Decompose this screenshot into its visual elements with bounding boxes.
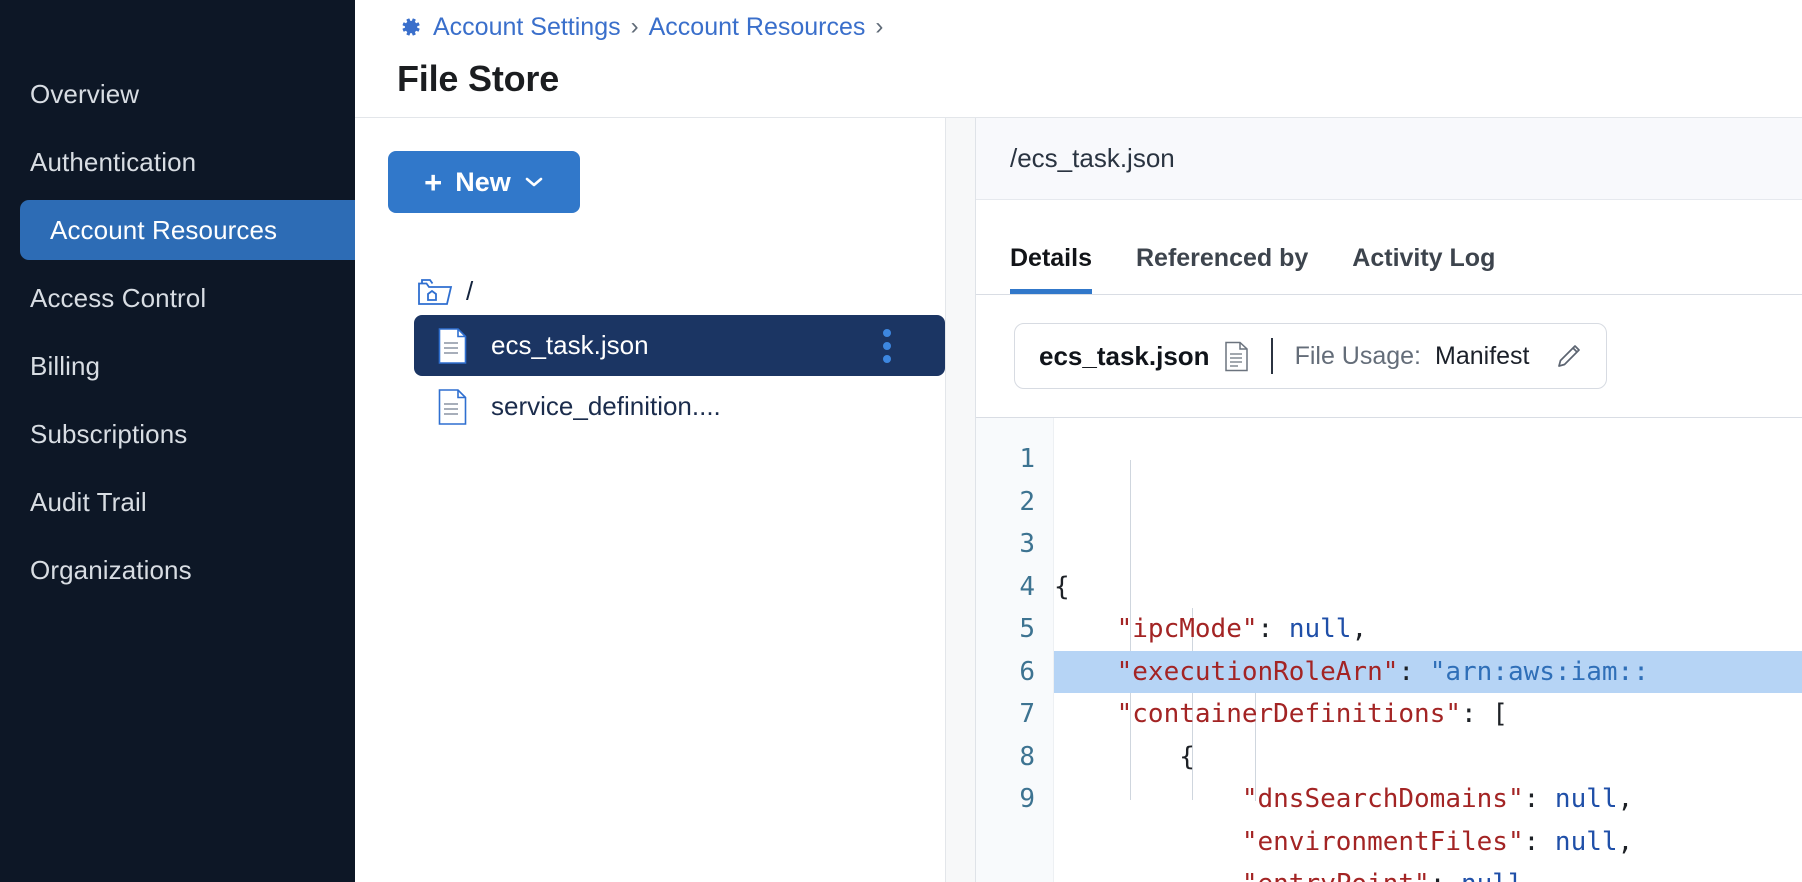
sidebar-item-organizations[interactable]: Organizations — [0, 540, 355, 600]
code-line: "environmentFiles": null, — [1241, 826, 1634, 857]
sidebar-item-label: Billing — [30, 350, 101, 381]
line-number: 5 — [1019, 614, 1035, 644]
code-content[interactable]: { "ipcMode": null, "executionRoleArn": "… — [1054, 418, 1802, 882]
breadcrumb: Account Settings › Account Resources › — [397, 6, 1802, 48]
sidebar-item-overview[interactable]: Overview — [0, 64, 355, 124]
breadcrumb-link-account-resources[interactable]: Account Resources — [648, 12, 866, 41]
line-number: 1 — [1019, 444, 1035, 474]
line-number-gutter: 1 2 3 4 5 6 7 8 9 — [976, 418, 1054, 882]
page-title: File Store — [397, 58, 560, 99]
sidebar-item-label: Subscriptions — [30, 418, 188, 449]
tab-activity-log[interactable]: Activity Log — [1352, 244, 1496, 272]
tree-root-label: / — [466, 275, 474, 306]
file-tree-panel: + New — [355, 118, 946, 882]
detail-panel: /ecs_task.json Details Referenced by Activ… — [976, 118, 1802, 882]
new-button[interactable]: + New — [388, 151, 580, 213]
gear-icon — [397, 14, 423, 40]
tree-file-row[interactable]: service_definition.... — [414, 376, 945, 437]
sidebar-item-label: Access Control — [30, 282, 207, 313]
sidebar-item-subscriptions[interactable]: Subscriptions — [0, 404, 355, 464]
main-content: Account Settings › Account Resources › F… — [355, 0, 1802, 882]
code-line: { — [1054, 571, 1070, 602]
tab-details[interactable]: Details — [1010, 244, 1092, 294]
json-file-icon — [438, 327, 467, 364]
panes: + New — [355, 118, 1802, 882]
breadcrumb-separator-2: › — [875, 13, 884, 40]
code-line: "containerDefinitions": [ — [1116, 699, 1508, 729]
pencil-icon[interactable] — [1544, 341, 1584, 371]
usage-label: File Usage: — [1294, 341, 1422, 370]
detail-tabs: Details Referenced by Activity Log — [976, 200, 1802, 295]
breadcrumb-separator: › — [630, 13, 639, 40]
document-icon — [1224, 341, 1249, 372]
code-line: "entryPoint": null, — [1054, 863, 1802, 882]
sidebar-item-label: Overview — [30, 78, 140, 109]
tree-root-folder[interactable]: / — [388, 267, 945, 315]
pane-splitter[interactable] — [946, 118, 976, 882]
usage-divider — [1270, 338, 1273, 374]
sidebar-item-access-control[interactable]: Access Control — [0, 268, 355, 328]
chevron-down-icon — [524, 176, 544, 188]
tree-file-row[interactable]: ecs_task.json — [414, 315, 945, 376]
kebab-menu-icon[interactable] — [883, 328, 891, 363]
breadcrumb-link-account-settings[interactable]: Account Settings — [433, 12, 621, 41]
line-number: 2 — [1019, 486, 1035, 517]
line-number: 6 — [1019, 656, 1035, 687]
line-number: 3 — [1019, 529, 1035, 559]
code-line: "ipcMode": null, — [1116, 614, 1368, 644]
usage-value: Manifest — [1435, 341, 1530, 370]
sidebar-item-label: Audit Trail — [30, 486, 147, 517]
file-tree: / ecs_task.json service_definition.... — [388, 267, 945, 437]
tree-file-label: service_definition.... — [491, 391, 721, 421]
line-number: 8 — [1019, 741, 1035, 772]
code-line: "executionRoleArn": "arn:aws:iam:: — [1054, 650, 1802, 693]
page-header: Account Settings › Account Resources › F… — [355, 0, 1802, 118]
line-number: 9 — [1019, 784, 1035, 814]
line-number: 7 — [1019, 699, 1035, 729]
sidebar-item-billing[interactable]: Billing — [0, 336, 355, 396]
code-line: "dnsSearchDomains": null, — [1241, 784, 1634, 814]
sidebar-item-label: Account Resources — [50, 214, 278, 245]
tab-referenced-by[interactable]: Referenced by — [1135, 244, 1309, 272]
plus-icon: + — [424, 164, 443, 200]
sidebar-item-authentication[interactable]: Authentication — [0, 132, 355, 192]
sidebar-item-label: Authentication — [30, 146, 197, 177]
tree-file-label: ecs_task.json — [491, 330, 649, 360]
home-folder-icon — [416, 275, 454, 307]
sidebar-item-label: Organizations — [30, 554, 192, 585]
new-button-label: New — [455, 166, 511, 197]
code-editor[interactable]: 1 2 3 4 5 6 7 8 9 { "ipcMode": null, "executionR… — [976, 417, 1802, 882]
sidebar-item-audit-trail[interactable]: Audit Trail — [0, 472, 355, 532]
file-usage-card: ecs_task.json File Usage: Manifest — [1014, 323, 1607, 389]
line-number: 4 — [1019, 571, 1035, 602]
sidebar-item-account-resources[interactable]: Account Resources — [20, 200, 355, 260]
code-line: { — [1179, 741, 1195, 772]
json-file-icon — [438, 388, 467, 425]
file-path-bar: /ecs_task.json — [976, 118, 1802, 200]
file-usage-wrap: ecs_task.json File Usage: Manifest — [976, 295, 1802, 417]
usage-file-name: ecs_task.json — [1039, 340, 1210, 371]
